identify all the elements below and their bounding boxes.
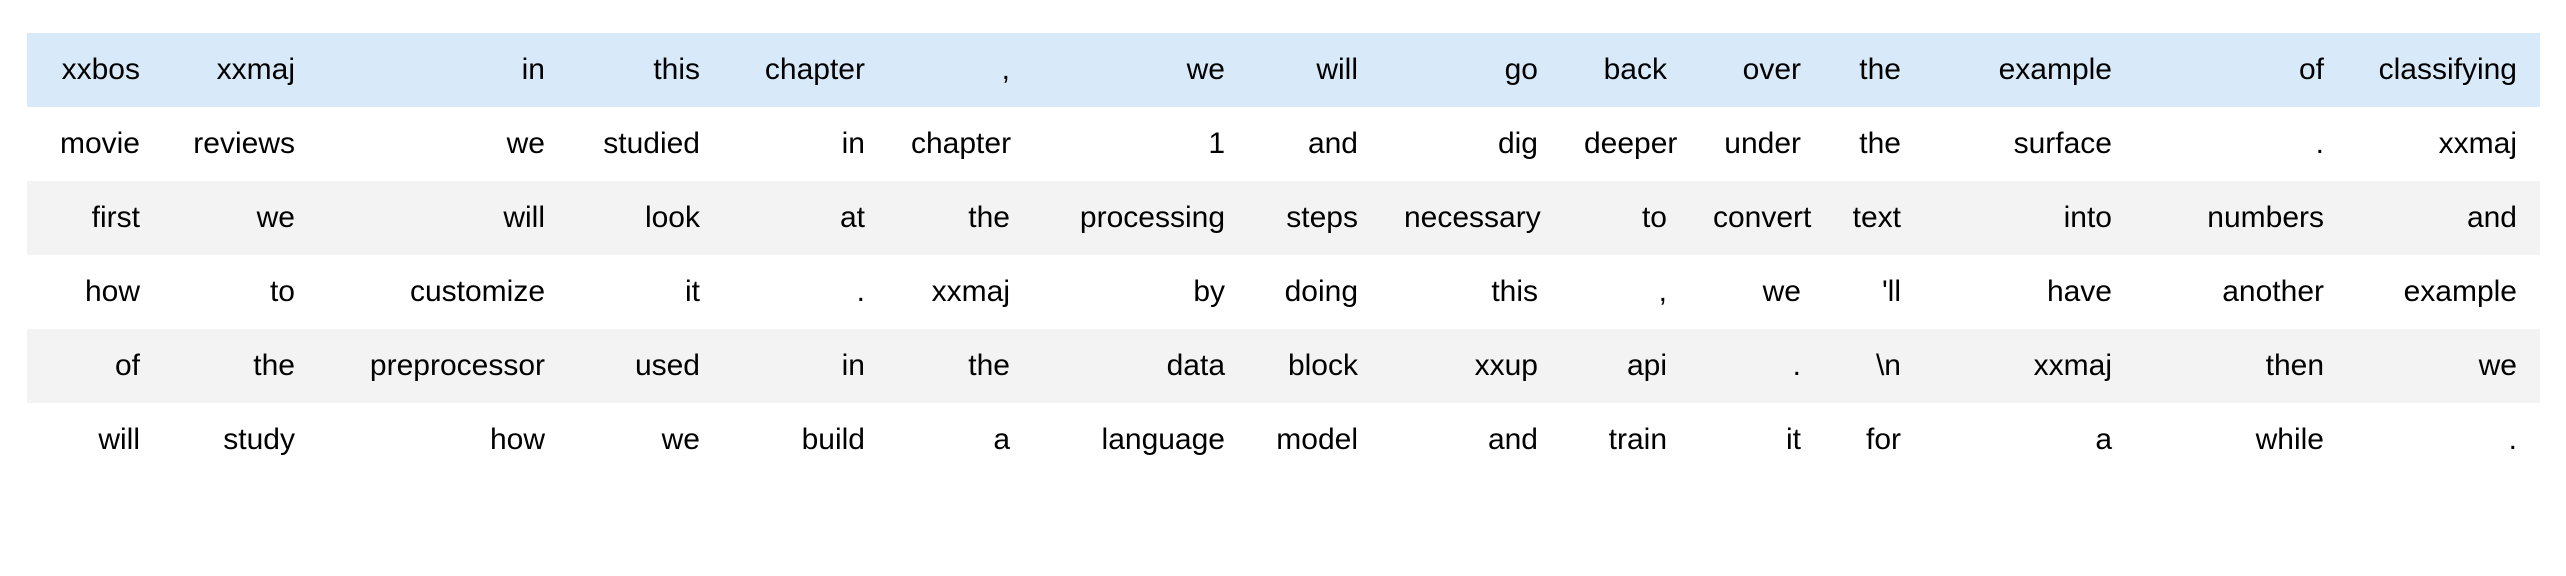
token-cell: in bbox=[723, 107, 888, 181]
token-cell: xxup bbox=[1381, 329, 1561, 403]
token-cell: . bbox=[1690, 329, 1824, 403]
token-cell: and bbox=[1248, 107, 1381, 181]
token-cell: block bbox=[1248, 329, 1381, 403]
token-cell: xxmaj bbox=[1924, 329, 2135, 403]
token-cell: preprocessor bbox=[318, 329, 568, 403]
token-cell: a bbox=[1924, 403, 2135, 477]
token-cell: of bbox=[2135, 33, 2347, 107]
token-cell: will bbox=[318, 181, 568, 255]
token-cell: look bbox=[568, 181, 723, 255]
token-cell: necessary bbox=[1381, 181, 1561, 255]
token-cell: studied bbox=[568, 107, 723, 181]
token-cell: the bbox=[163, 329, 318, 403]
token-cell: , bbox=[1561, 255, 1690, 329]
token-cell: and bbox=[2347, 181, 2540, 255]
token-cell: this bbox=[1381, 255, 1561, 329]
token-cell: the bbox=[888, 329, 1033, 403]
token-cell: example bbox=[2347, 255, 2540, 329]
token-cell: processing bbox=[1033, 181, 1248, 255]
token-cell: we bbox=[1033, 33, 1248, 107]
token-cell: how bbox=[27, 255, 163, 329]
token-cell: xxbos bbox=[27, 33, 163, 107]
token-cell: train bbox=[1561, 403, 1690, 477]
token-cell: by bbox=[1033, 255, 1248, 329]
token-cell: chapter bbox=[723, 33, 888, 107]
token-cell: study bbox=[163, 403, 318, 477]
token-cell: doing bbox=[1248, 255, 1381, 329]
token-cell: classifying bbox=[2347, 33, 2540, 107]
token-cell: xxmaj bbox=[163, 33, 318, 107]
token-cell: will bbox=[1248, 33, 1381, 107]
token-cell: to bbox=[1561, 181, 1690, 255]
token-cell: of bbox=[27, 329, 163, 403]
token-cell: used bbox=[568, 329, 723, 403]
token-cell: and bbox=[1381, 403, 1561, 477]
token-cell: 'll bbox=[1824, 255, 1924, 329]
token-cell: first bbox=[27, 181, 163, 255]
token-cell: a bbox=[888, 403, 1033, 477]
token-cell: . bbox=[723, 255, 888, 329]
token-cell: xxmaj bbox=[888, 255, 1033, 329]
token-cell: this bbox=[568, 33, 723, 107]
token-cell: xxmaj bbox=[2347, 107, 2540, 181]
token-cell: the bbox=[888, 181, 1033, 255]
token-cell: while bbox=[2135, 403, 2347, 477]
token-cell: we bbox=[2347, 329, 2540, 403]
token-cell: into bbox=[1924, 181, 2135, 255]
token-cell: movie bbox=[27, 107, 163, 181]
token-cell: dig bbox=[1381, 107, 1561, 181]
token-cell: it bbox=[1690, 403, 1824, 477]
token-cell: back bbox=[1561, 33, 1690, 107]
token-cell: to bbox=[163, 255, 318, 329]
token-cell: numbers bbox=[2135, 181, 2347, 255]
token-cell: have bbox=[1924, 255, 2135, 329]
token-cell: surface bbox=[1924, 107, 2135, 181]
token-cell: another bbox=[2135, 255, 2347, 329]
token-cell: go bbox=[1381, 33, 1561, 107]
token-cell: then bbox=[2135, 329, 2347, 403]
token-cell: , bbox=[888, 33, 1033, 107]
token-cell: \n bbox=[1824, 329, 1924, 403]
token-cell: model bbox=[1248, 403, 1381, 477]
token-cell: we bbox=[568, 403, 723, 477]
token-cell: how bbox=[318, 403, 568, 477]
token-cell: . bbox=[2135, 107, 2347, 181]
token-cell: customize bbox=[318, 255, 568, 329]
token-cell: under bbox=[1690, 107, 1824, 181]
token-cell: steps bbox=[1248, 181, 1381, 255]
token-cell: in bbox=[723, 329, 888, 403]
token-cell: build bbox=[723, 403, 888, 477]
token-cell: api bbox=[1561, 329, 1690, 403]
token-cell: text bbox=[1824, 181, 1924, 255]
token-cell: we bbox=[318, 107, 568, 181]
token-cell: convert bbox=[1690, 181, 1824, 255]
token-cell: deeper bbox=[1561, 107, 1690, 181]
token-cell: . bbox=[2347, 403, 2540, 477]
token-cell: for bbox=[1824, 403, 1924, 477]
token-cell: language bbox=[1033, 403, 1248, 477]
token-cell: at bbox=[723, 181, 888, 255]
token-cell: the bbox=[1824, 33, 1924, 107]
token-cell: it bbox=[568, 255, 723, 329]
token-cell: 1 bbox=[1033, 107, 1248, 181]
token-cell: chapter bbox=[888, 107, 1033, 181]
token-cell: in bbox=[318, 33, 568, 107]
token-cell: example bbox=[1924, 33, 2135, 107]
token-cell: will bbox=[27, 403, 163, 477]
token-cell: the bbox=[1824, 107, 1924, 181]
token-cell: over bbox=[1690, 33, 1824, 107]
token-cell: reviews bbox=[163, 107, 318, 181]
token-cell: we bbox=[163, 181, 318, 255]
token-cell: we bbox=[1690, 255, 1824, 329]
token-cell: data bbox=[1033, 329, 1248, 403]
